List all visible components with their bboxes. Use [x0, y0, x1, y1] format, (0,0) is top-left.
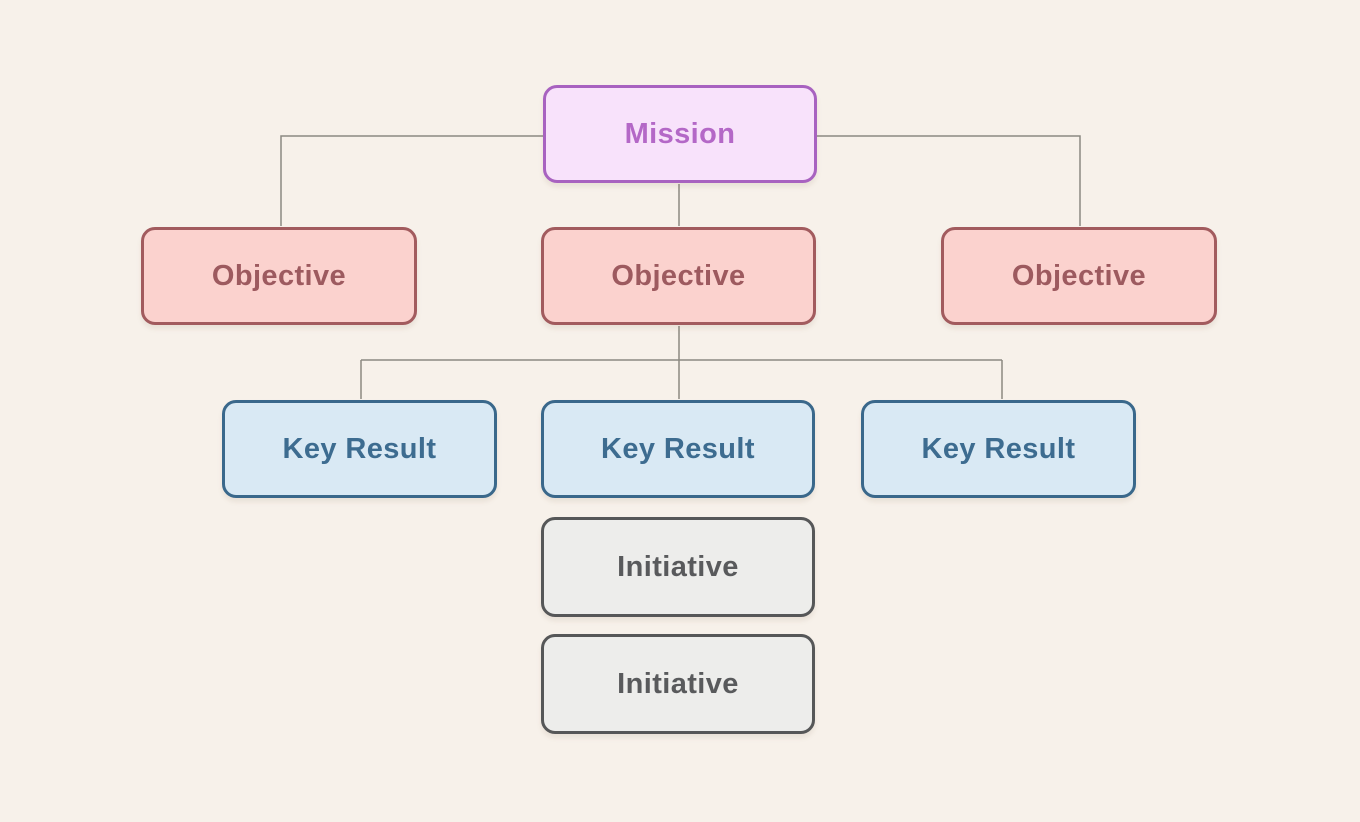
key-result-left-label: Key Result	[282, 432, 437, 465]
initiative-bottom-label: Initiative	[617, 667, 739, 700]
key-result-right-node: Key Result	[861, 400, 1136, 498]
mission-label: Mission	[624, 117, 736, 150]
key-result-center-node: Key Result	[541, 400, 815, 498]
initiative-top-label: Initiative	[617, 550, 739, 583]
objective-center-label: Objective	[611, 259, 746, 292]
objective-right-label: Objective	[1011, 259, 1147, 292]
initiative-bottom-node: Initiative	[541, 634, 815, 734]
objective-left-label: Objective	[211, 259, 347, 292]
key-result-left-node: Key Result	[222, 400, 497, 498]
initiative-top-node: Initiative	[541, 517, 815, 617]
key-result-right-label: Key Result	[921, 432, 1076, 465]
objective-center-node: Objective	[541, 227, 816, 325]
mission-node: Mission	[543, 85, 817, 183]
objective-right-node: Objective	[941, 227, 1217, 325]
edge-mission-to-objective-right	[817, 135, 1081, 226]
edge-mission-to-objective-left	[280, 135, 543, 226]
key-result-center-label: Key Result	[601, 432, 755, 465]
objective-left-node: Objective	[141, 227, 417, 325]
